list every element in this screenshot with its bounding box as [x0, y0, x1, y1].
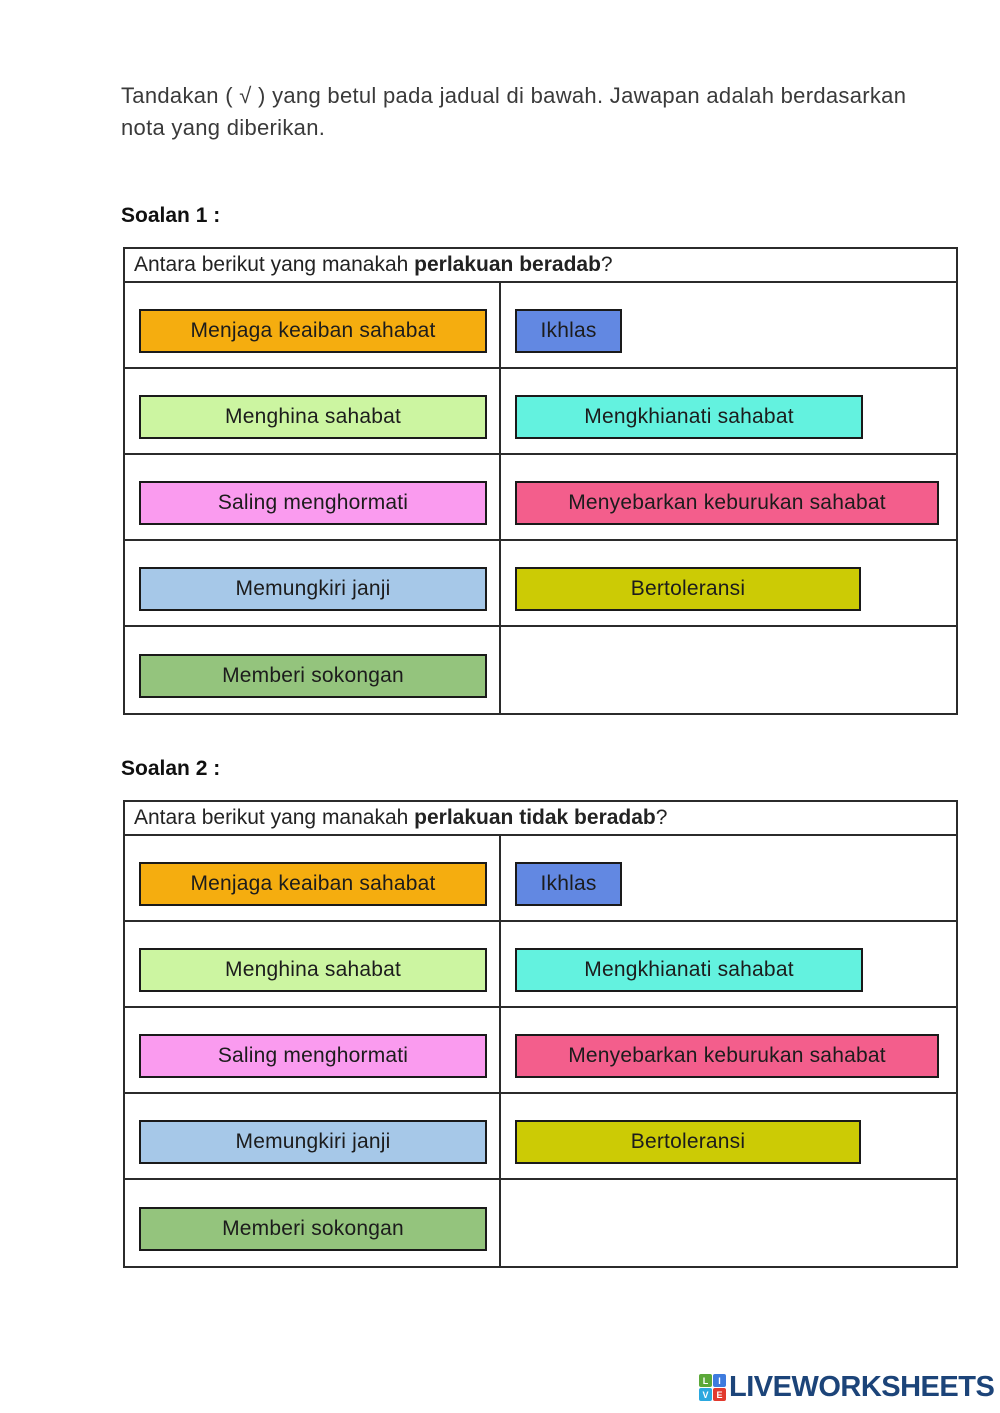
table-cell: Mengkhianati sahabat: [501, 922, 956, 1006]
table-row: Menghina sahabat Mengkhianati sahabat: [125, 922, 956, 1008]
table-cell: Memberi sokongan: [125, 627, 501, 713]
question-2-table: Antara berikut yang manakah perlakuan ti…: [123, 800, 958, 1268]
header-text: Antara berikut yang manakah: [134, 806, 415, 829]
option-label: Menghina sahabat: [225, 958, 401, 981]
question-1-header: Antara berikut yang manakah perlakuan be…: [125, 249, 956, 283]
q1-option-menghina-sahabat[interactable]: Menghina sahabat: [139, 395, 487, 439]
q2-option-memberi-sokongan[interactable]: Memberi sokongan: [139, 1207, 487, 1251]
table-cell: Memungkiri janji: [125, 541, 501, 625]
q1-option-saling-menghormati[interactable]: Saling menghormati: [139, 481, 487, 525]
table-row: Memberi sokongan: [125, 1180, 956, 1266]
option-label: Menyebarkan keburukan sahabat: [568, 1044, 886, 1067]
option-label: Memberi sokongan: [222, 664, 404, 687]
option-label: Bertoleransi: [630, 577, 746, 600]
table-cell: Saling menghormati: [125, 1008, 501, 1092]
table-cell: Mengkhianati sahabat: [501, 369, 956, 453]
table-cell: Memberi sokongan: [125, 1180, 501, 1266]
q1-option-menyebarkan-keburukan-sahabat[interactable]: Menyebarkan keburukan sahabat: [515, 481, 939, 525]
table-cell: Ikhlas: [501, 283, 956, 367]
table-cell: Bertoleransi: [501, 1094, 956, 1178]
option-label: Saling menghormati: [217, 1044, 409, 1067]
q1-option-menjaga-keaiban-sahabat[interactable]: Menjaga keaiban sahabat: [139, 309, 487, 353]
empty-cell: [501, 627, 956, 713]
q2-option-bertoleransi[interactable]: Bertoleransi: [515, 1120, 861, 1164]
table-cell: Memungkiri janji: [125, 1094, 501, 1178]
question-2-title: Soalan 2 :: [121, 757, 221, 780]
liveworksheets-logo-icon: L I V E: [699, 1374, 726, 1401]
q2-option-menjaga-keaiban-sahabat[interactable]: Menjaga keaiban sahabat: [139, 862, 487, 906]
instruction-text: Tandakan ( √ ) yang betul pada jadual di…: [121, 83, 907, 140]
option-label: Menjaga keaiban sahabat: [190, 872, 436, 895]
option-label: Bertoleransi: [630, 1130, 746, 1153]
question-1-title: Soalan 1 :: [121, 204, 221, 227]
option-label: Menghina sahabat: [225, 405, 401, 428]
table-cell: Menghina sahabat: [125, 369, 501, 453]
question-1-table: Antara berikut yang manakah perlakuan be…: [123, 247, 958, 715]
q1-option-ikhlas[interactable]: Ikhlas: [515, 309, 622, 353]
q2-option-saling-menghormati[interactable]: Saling menghormati: [139, 1034, 487, 1078]
option-label: Mengkhianati sahabat: [584, 405, 794, 428]
q1-option-memberi-sokongan[interactable]: Memberi sokongan: [139, 654, 487, 698]
q2-option-menghina-sahabat[interactable]: Menghina sahabat: [139, 948, 487, 992]
logo-square-l: L: [699, 1374, 712, 1387]
table-row: Menjaga keaiban sahabat Ikhlas: [125, 836, 956, 922]
option-label: Memberi sokongan: [222, 1217, 404, 1240]
table-row: Saling menghormati Menyebarkan keburukan…: [125, 455, 956, 541]
option-label: Mengkhianati sahabat: [584, 958, 794, 981]
liveworksheets-footer: L I V E LIVEWORKSHEETS: [699, 1371, 995, 1404]
option-label: Memungkiri janji: [235, 1130, 391, 1153]
table-cell: Saling menghormati: [125, 455, 501, 539]
q2-option-memungkiri-janji[interactable]: Memungkiri janji: [139, 1120, 487, 1164]
table-cell: Menjaga keaiban sahabat: [125, 836, 501, 920]
table-row: Memungkiri janji Bertoleransi: [125, 1094, 956, 1180]
option-label: Memungkiri janji: [235, 577, 391, 600]
table-cell: Menghina sahabat: [125, 922, 501, 1006]
table-row: Memungkiri janji Bertoleransi: [125, 541, 956, 627]
table-cell: Menyebarkan keburukan sahabat: [501, 1008, 956, 1092]
logo-square-i: I: [713, 1374, 726, 1387]
empty-cell: [501, 1180, 956, 1266]
table-row: Menghina sahabat Mengkhianati sahabat: [125, 369, 956, 455]
table-cell: Menjaga keaiban sahabat: [125, 283, 501, 367]
header-bold-text: perlakuan tidak beradab: [414, 806, 656, 829]
option-label: Ikhlas: [540, 872, 597, 895]
option-label: Menyebarkan keburukan sahabat: [568, 491, 886, 514]
table-cell: Menyebarkan keburukan sahabat: [501, 455, 956, 539]
table-cell: Ikhlas: [501, 836, 956, 920]
header-text: Antara berikut yang manakah: [134, 253, 415, 276]
q2-option-menyebarkan-keburukan-sahabat[interactable]: Menyebarkan keburukan sahabat: [515, 1034, 939, 1078]
q2-option-ikhlas[interactable]: Ikhlas: [515, 862, 622, 906]
logo-square-e: E: [713, 1388, 726, 1401]
table-row: Menjaga keaiban sahabat Ikhlas: [125, 283, 956, 369]
q1-option-mengkhianati-sahabat[interactable]: Mengkhianati sahabat: [515, 395, 863, 439]
option-label: Menjaga keaiban sahabat: [190, 319, 436, 342]
header-suffix: ?: [600, 253, 613, 276]
q1-option-bertoleransi[interactable]: Bertoleransi: [515, 567, 861, 611]
table-row: Saling menghormati Menyebarkan keburukan…: [125, 1008, 956, 1094]
option-label: Saling menghormati: [217, 491, 409, 514]
q2-option-mengkhianati-sahabat[interactable]: Mengkhianati sahabat: [515, 948, 863, 992]
header-suffix: ?: [655, 806, 668, 829]
header-bold-text: perlakuan beradab: [414, 253, 601, 276]
option-label: Ikhlas: [540, 319, 597, 342]
logo-square-v: V: [699, 1388, 712, 1401]
table-row: Memberi sokongan: [125, 627, 956, 713]
liveworksheets-wordmark: LIVEWORKSHEETS: [729, 1371, 995, 1403]
q1-option-memungkiri-janji[interactable]: Memungkiri janji: [139, 567, 487, 611]
table-cell: Bertoleransi: [501, 541, 956, 625]
question-2-header: Antara berikut yang manakah perlakuan ti…: [125, 802, 956, 836]
